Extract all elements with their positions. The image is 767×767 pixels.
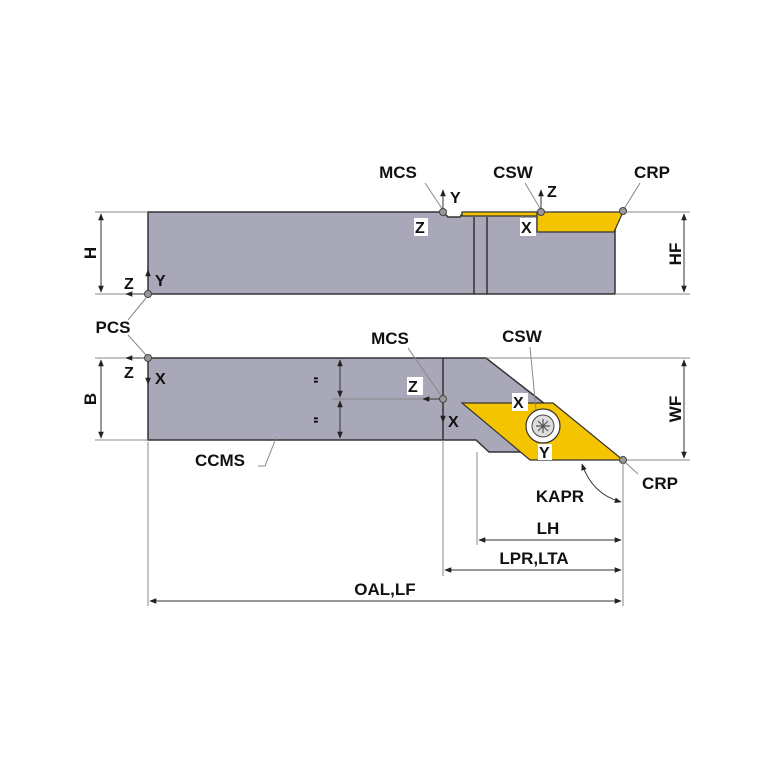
insert-side-block xyxy=(536,211,624,233)
csw-label-top: CSW xyxy=(493,163,534,182)
symmetric-mark-1: " xyxy=(312,376,329,384)
mcs-point-bottom xyxy=(439,395,447,403)
length-dimensions: LH LPR,LTA OAL,LF xyxy=(147,440,624,606)
pcs-x-axis-bottom: X xyxy=(155,371,166,388)
csw-label-bottom: CSW xyxy=(502,327,543,346)
dim-oal-lf-label: OAL,LF xyxy=(354,580,415,599)
dim-hf-label: HF xyxy=(666,243,685,266)
mcs-z-axis: Z xyxy=(415,220,425,237)
csw-y-axis-bottom: Y xyxy=(539,445,550,462)
csw-x-axis-bottom: X xyxy=(513,395,524,412)
ccms-label: CCMS xyxy=(195,451,245,470)
shank-top xyxy=(147,357,546,453)
insert-side xyxy=(461,211,541,217)
top-view: H HF MCS Y Z CSW Z X CRP Z Y xyxy=(81,163,690,298)
crp-label-bottom: CRP xyxy=(642,474,678,493)
mcs-label-top: MCS xyxy=(379,163,417,182)
pcs-point-bottom xyxy=(144,354,152,362)
pcs-z-axis-top: Z xyxy=(124,276,134,293)
pcs-z-axis-bottom: Z xyxy=(124,365,134,382)
dim-h-label: H xyxy=(81,247,100,259)
mcs-z-axis-bottom: Z xyxy=(408,379,418,396)
dim-lpr-lta-label: LPR,LTA xyxy=(499,549,568,568)
bottom-view: " " B WF Z X MCS Z X CSW X Y xyxy=(81,327,690,506)
pcs-y-axis-top: Y xyxy=(155,273,166,290)
csw-x-axis: X xyxy=(521,220,532,237)
dim-b-label: B xyxy=(81,393,100,405)
dim-wf-label: WF xyxy=(666,396,685,422)
crp-label-top: CRP xyxy=(634,163,670,182)
mcs-x-axis-bottom: X xyxy=(448,414,459,431)
pcs-label: PCS xyxy=(96,318,131,337)
mcs-y-axis: Y xyxy=(450,190,461,207)
pcs-point-top xyxy=(144,290,152,298)
kapr-label: KAPR xyxy=(536,487,584,506)
symmetric-mark-2: " xyxy=(312,416,329,424)
csw-z-axis: Z xyxy=(547,184,557,201)
mcs-label-bottom: MCS xyxy=(371,329,409,348)
dim-lh-label: LH xyxy=(537,519,560,538)
crp-point-top xyxy=(619,207,627,215)
csw-point-top xyxy=(537,208,545,216)
mcs-point-top xyxy=(439,208,447,216)
